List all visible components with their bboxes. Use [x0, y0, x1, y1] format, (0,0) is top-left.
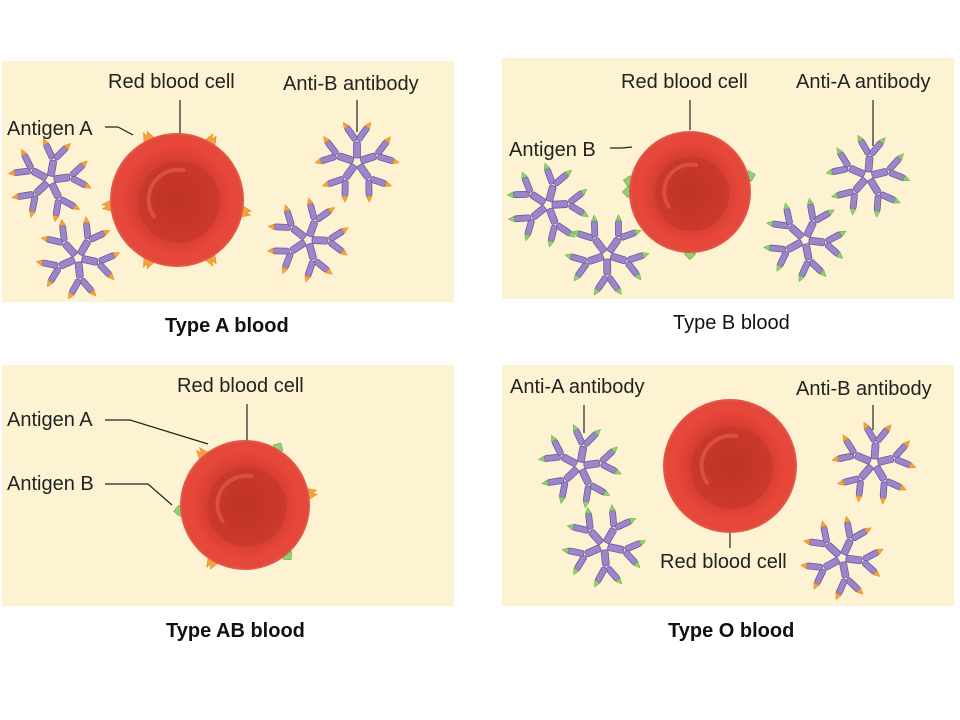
type-b-anti-a-label: Anti-A antibody — [796, 71, 931, 93]
red-blood-cell-highlight — [215, 473, 254, 523]
red-blood-cell-highlight — [662, 162, 698, 209]
type-a-anti-b-label: Anti-B antibody — [283, 73, 419, 95]
type-o-anti-b-label: Anti-B antibody — [796, 378, 932, 400]
red-blood-cell-center — [691, 427, 773, 509]
red-blood-cell-center — [207, 467, 287, 547]
type-a-antibody-1 — [7, 138, 92, 223]
antibodies-layer — [7, 121, 917, 601]
type-b-caption: Type B blood — [673, 312, 790, 334]
red-blood-cell-center — [138, 161, 220, 243]
red-blood-cell-highlight — [146, 167, 186, 219]
type-b-rbc-label: Red blood cell — [621, 71, 748, 93]
type-ab-antigen-a-label: Antigen A — [7, 409, 93, 431]
type-b-antigen-b-label: Antigen B — [509, 139, 596, 161]
type-ab-caption: Type AB blood — [166, 620, 305, 642]
type-o-anti-b-antibody-1 — [831, 421, 917, 505]
type-a-red-blood-cell — [101, 130, 253, 270]
cells-layer — [101, 130, 797, 570]
type-ab-red-blood-cell — [173, 440, 319, 570]
type-o-anti-b-antibody-2 — [800, 515, 884, 601]
type-o-anti-a-antibody-2 — [561, 504, 647, 588]
type-b-antibody-3 — [825, 134, 911, 218]
type-b-antibody-4 — [763, 197, 847, 283]
type-o-anti-a-antibody-1 — [537, 424, 622, 509]
type-o-rbc-label: Red blood cell — [660, 551, 787, 573]
type-a-antibody-3 — [314, 121, 400, 203]
type-a-rbc-label: Red blood cell — [108, 71, 235, 93]
red-blood-cell-highlight — [699, 433, 739, 485]
type-a-caption: Type A blood — [165, 315, 289, 337]
type-ab-antigen-b-label: Antigen B — [7, 473, 94, 495]
red-blood-cell-center — [654, 156, 730, 232]
type-a-antigen-a-label: Antigen A — [7, 118, 93, 140]
type-a-antibody-4 — [266, 197, 349, 283]
type-o-caption: Type O blood — [668, 620, 795, 642]
type-a-antibody-2 — [35, 216, 121, 300]
type-ab-rbc-label: Red blood cell — [177, 375, 304, 397]
type-o-red-blood-cell — [663, 399, 797, 533]
type-o-anti-a-label: Anti-A antibody — [510, 376, 645, 398]
type-b-red-blood-cell — [621, 131, 756, 261]
type-b-antibody-2 — [564, 214, 650, 296]
type-b-antibody-1 — [506, 162, 589, 248]
